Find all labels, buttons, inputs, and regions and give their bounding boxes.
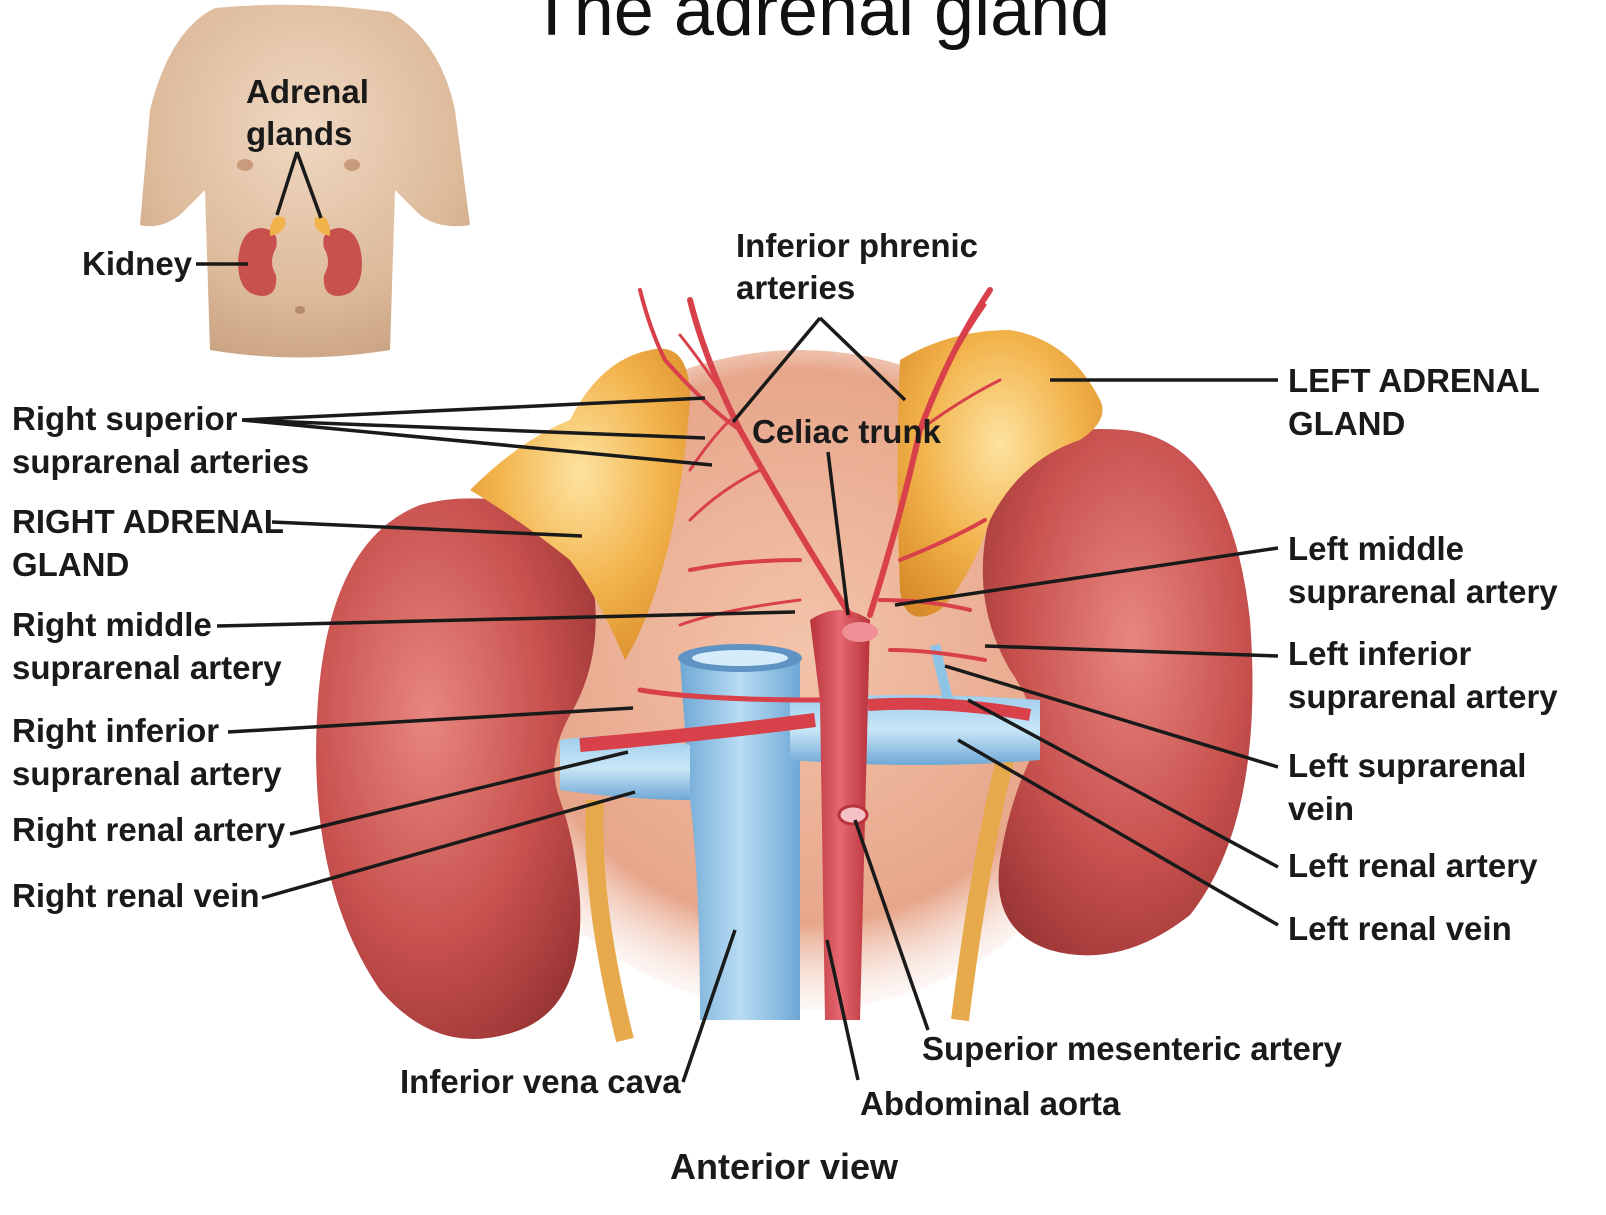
leader-abdominal-aorta bbox=[827, 940, 858, 1080]
label-right-adrenal-2: GLAND bbox=[12, 543, 129, 586]
leader-right-inferior bbox=[228, 708, 633, 732]
label-right-superior-2: suprarenal arteries bbox=[12, 440, 309, 483]
label-inferior-vena-cava: Inferior vena cava bbox=[400, 1060, 681, 1103]
label-left-suprarenal-vein-2: vein bbox=[1288, 787, 1354, 830]
leader-celiac-trunk bbox=[828, 452, 848, 615]
label-right-renal-vein: Right renal vein bbox=[12, 874, 260, 917]
label-right-inferior-2: suprarenal artery bbox=[12, 752, 282, 795]
leader-left-renal-vein bbox=[958, 740, 1278, 925]
leader-right-adrenal bbox=[272, 522, 582, 536]
label-left-renal-artery: Left renal artery bbox=[1288, 844, 1537, 887]
label-abdominal-aorta: Abdominal aorta bbox=[860, 1082, 1120, 1125]
leader-adrenal-glands bbox=[277, 152, 321, 218]
label-right-middle-1: Right middle bbox=[12, 603, 212, 646]
label-inferior-phrenic-1: Inferior phrenic bbox=[736, 224, 978, 267]
leader-right-renal-vein bbox=[262, 792, 635, 898]
label-right-superior-1: Right superior bbox=[12, 397, 238, 440]
label-kidney: Kidney bbox=[82, 242, 192, 285]
label-left-renal-vein: Left renal vein bbox=[1288, 907, 1512, 950]
label-inferior-phrenic-2: arteries bbox=[736, 266, 855, 309]
label-right-inferior-1: Right inferior bbox=[12, 709, 219, 752]
label-left-adrenal-2: GLAND bbox=[1288, 402, 1405, 445]
label-right-adrenal-1: RIGHT ADRENAL bbox=[12, 500, 284, 543]
label-right-renal-artery: Right renal artery bbox=[12, 808, 285, 851]
leader-right-middle bbox=[217, 612, 795, 626]
label-adrenal-glands-2: glands bbox=[246, 112, 352, 155]
label-anterior-view: Anterior view bbox=[670, 1145, 898, 1188]
leader-superior-mesenteric bbox=[855, 820, 928, 1030]
label-right-middle-2: suprarenal artery bbox=[12, 646, 282, 689]
label-left-suprarenal-vein-1: Left suprarenal bbox=[1288, 744, 1526, 787]
leader-right-renal-artery bbox=[290, 752, 628, 834]
leader-left-renal-artery bbox=[968, 700, 1278, 867]
label-left-inferior-2: suprarenal artery bbox=[1288, 675, 1558, 718]
label-celiac-trunk: Celiac trunk bbox=[752, 410, 941, 453]
leader-left-middle bbox=[895, 548, 1278, 605]
label-left-middle-1: Left middle bbox=[1288, 527, 1464, 570]
label-left-adrenal-1: LEFT ADRENAL bbox=[1288, 359, 1540, 402]
leader-left-inferior bbox=[985, 646, 1278, 656]
label-left-middle-2: suprarenal artery bbox=[1288, 570, 1558, 613]
leader-inferior-phrenic bbox=[733, 318, 905, 422]
leader-right-superior bbox=[242, 398, 712, 465]
label-adrenal-glands-1: Adrenal bbox=[246, 70, 369, 113]
label-superior-mesenteric: Superior mesenteric artery bbox=[922, 1027, 1342, 1070]
leader-ivc bbox=[683, 930, 735, 1082]
label-left-inferior-1: Left inferior bbox=[1288, 632, 1471, 675]
page-title: The adrenal gland bbox=[0, 0, 1606, 52]
